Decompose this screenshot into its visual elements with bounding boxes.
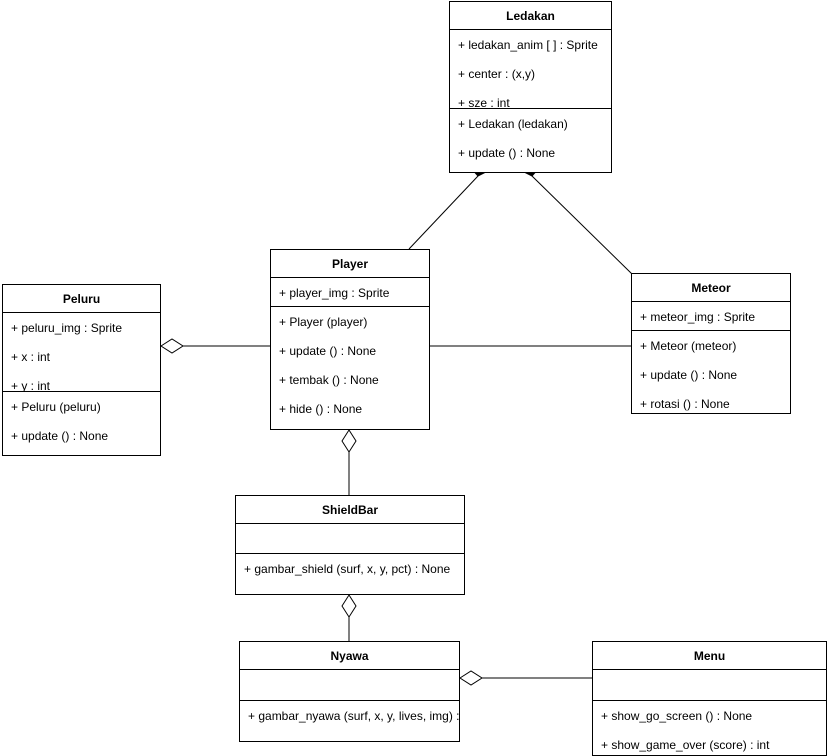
- uml-class-peluru[interactable]: Peluru + peluru_img : Sprite + x : int +…: [2, 284, 161, 456]
- class-title-nyawa: Nyawa: [240, 642, 459, 670]
- attributes-compartment-shieldbar: [236, 524, 464, 554]
- attribute-row: + y : int: [11, 379, 51, 392]
- method-row: + update () : None: [640, 368, 738, 382]
- attribute-row: + x : int: [11, 350, 51, 364]
- method-row: + Meteor (meteor): [640, 339, 737, 353]
- attributes-compartment-ledakan: + ledakan_anim [ ] : Sprite + center : (…: [450, 30, 611, 109]
- attributes-compartment-menu: [593, 670, 826, 701]
- relationship-peluru-player: [160, 338, 270, 354]
- method-row: + Player (player): [279, 315, 368, 329]
- attributes-compartment-meteor: + meteor_img : Sprite: [632, 302, 790, 331]
- attribute-row: + sze : int: [458, 96, 510, 109]
- method-row: + update () : None: [279, 344, 377, 358]
- uml-class-shieldbar[interactable]: ShieldBar + gambar_shield (surf, x, y, p…: [235, 495, 465, 595]
- method-row: + gambar_nyawa (surf, x, y, lives, img) …: [248, 709, 459, 723]
- class-title-peluru: Peluru: [3, 285, 160, 313]
- methods-compartment-nyawa: + gambar_nyawa (surf, x, y, lives, img) …: [240, 701, 459, 742]
- methods-compartment-peluru: + Peluru (peluru) + update () : None: [3, 392, 160, 458]
- uml-class-menu[interactable]: Menu + show_go_screen () : None + show_g…: [592, 641, 827, 756]
- method-row: + rotasi () : None: [640, 397, 730, 411]
- methods-compartment-shieldbar: + gambar_shield (surf, x, y, pct) : None: [236, 554, 464, 595]
- method-row: + show_go_screen () : None: [601, 709, 753, 723]
- attribute-row: + peluru_img : Sprite: [11, 321, 123, 335]
- class-title-player: Player: [271, 250, 429, 278]
- method-row: + show_game_over (score) : int: [601, 738, 770, 752]
- method-row: + Peluru (peluru): [11, 400, 101, 414]
- methods-compartment-menu: + show_go_screen () : None + show_game_o…: [593, 701, 826, 756]
- class-title-meteor: Meteor: [632, 274, 790, 302]
- methods-compartment-meteor: + Meteor (meteor) + update () : None + r…: [632, 331, 790, 416]
- methods-compartment-player: + Player (player) + update () : None + t…: [271, 307, 429, 431]
- attributes-compartment-peluru: + peluru_img : Sprite + x : int + y : in…: [3, 313, 160, 392]
- relationship-player-shieldbar: [341, 429, 357, 495]
- uml-class-ledakan[interactable]: Ledakan + ledakan_anim [ ] : Sprite + ce…: [449, 1, 612, 173]
- attribute-row: + meteor_img : Sprite: [640, 310, 756, 324]
- method-row: + Ledakan (ledakan): [458, 117, 568, 131]
- attributes-compartment-nyawa: [240, 670, 459, 701]
- attributes-compartment-player: + player_img : Sprite: [271, 278, 429, 307]
- class-title-ledakan: Ledakan: [450, 2, 611, 30]
- class-title-shieldbar: ShieldBar: [236, 496, 464, 524]
- method-row: + gambar_shield (surf, x, y, pct) : None: [244, 562, 451, 576]
- relationship-shieldbar-nyawa: [341, 594, 357, 641]
- uml-class-meteor[interactable]: Meteor + meteor_img : Sprite + Meteor (m…: [631, 273, 791, 414]
- method-row: + update () : None: [458, 146, 556, 160]
- class-title-menu: Menu: [593, 642, 826, 670]
- method-row: + update () : None: [11, 429, 109, 443]
- method-row: + hide () : None: [279, 402, 363, 416]
- attribute-row: + player_img : Sprite: [279, 286, 390, 300]
- methods-compartment-ledakan: + Ledakan (ledakan) + update () : None: [450, 109, 611, 175]
- attribute-row: + ledakan_anim [ ] : Sprite: [458, 38, 598, 52]
- relationship-nyawa-menu: [459, 670, 592, 686]
- attribute-row: + center : (x,y): [458, 67, 536, 81]
- relationship-ledakan-meteor: [519, 159, 633, 275]
- method-row: + tembak () : None: [279, 373, 379, 387]
- uml-class-player[interactable]: Player + player_img : Sprite + Player (p…: [270, 249, 430, 430]
- uml-class-nyawa[interactable]: Nyawa + gambar_nyawa (surf, x, y, lives,…: [239, 641, 460, 742]
